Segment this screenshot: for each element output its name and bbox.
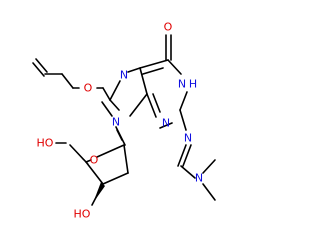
imidazole-ring [101,67,148,117]
atom-n7: N [120,69,128,82]
allyl-group [32,58,80,89]
atom-n-amidine: N [195,172,203,185]
deoxyribose-ring [55,142,129,206]
amidine-group [177,109,216,201]
carbonyl [165,34,172,61]
atom-n-exo: N [184,132,192,145]
atom-ho-5prime: HO [37,137,54,150]
ether-linkage [96,87,111,101]
atom-h1: H [189,78,197,91]
stereo-wedges [71,146,105,203]
atom-o-ketone: O [164,21,173,34]
atom-o-ring: O [90,154,99,167]
atom-o-ether: O [84,82,93,95]
atom-n3: N [162,117,170,130]
atom-n1: N [178,78,186,91]
chemical-structure: O O O HO HO N N N H N N N [32,21,216,221]
pyrimidine-ring [139,59,188,129]
atom-n9: N [112,116,120,129]
glycosidic-bond [115,126,126,146]
atom-ho-3prime: HO [74,208,91,221]
atom-labels: O O O HO HO N N N H N N N [37,21,204,221]
